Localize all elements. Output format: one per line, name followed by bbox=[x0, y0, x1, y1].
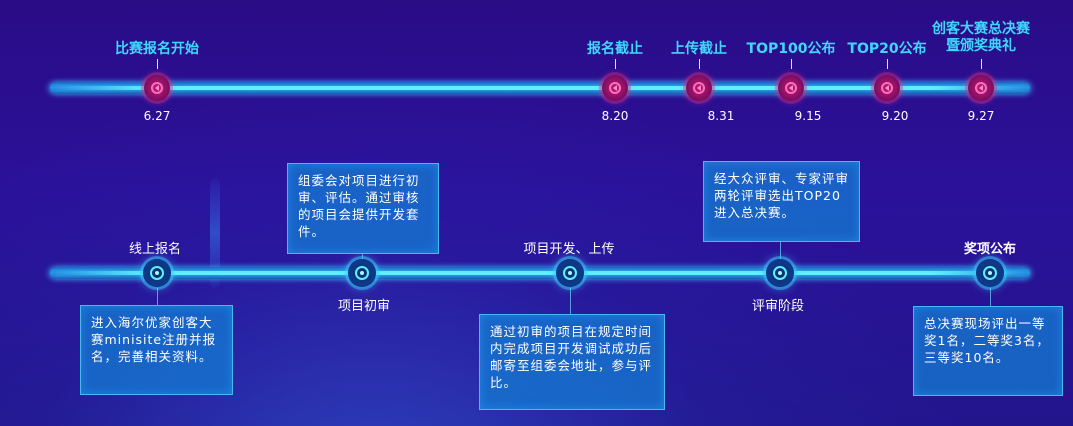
milestone-label: 报名截止 bbox=[587, 41, 643, 57]
connector-line bbox=[570, 288, 571, 314]
milestone-tick bbox=[981, 59, 982, 69]
milestone-label: 创客大赛总决赛 暨颁奖典礼 bbox=[932, 21, 1030, 55]
milestone-label: TOP100公布 bbox=[746, 41, 836, 57]
stage-description-box: 进入海尔优家创客大赛minisite注册并报名，完善相关资料。 bbox=[80, 305, 233, 395]
milestone-tick bbox=[699, 59, 700, 69]
connector-line bbox=[157, 288, 158, 305]
stage-label: 评审阶段 bbox=[751, 299, 805, 314]
stage-description-box: 组委会对项目进行初审、评估。通过审核的项目会提供开发套件。 bbox=[287, 163, 439, 254]
milestone-tick bbox=[887, 59, 888, 69]
milestone-date: 9.20 bbox=[881, 109, 909, 123]
process-track bbox=[50, 267, 1030, 279]
milestone-date: 8.31 bbox=[707, 109, 735, 123]
milestone-date: 9.27 bbox=[967, 109, 995, 123]
milestone-label: TOP20公布 bbox=[847, 41, 927, 57]
milestone-label-line: 暨颁奖典礼 bbox=[946, 38, 1016, 54]
milestone-node-icon bbox=[968, 75, 994, 101]
stage-label: 项目开发、上传 bbox=[523, 242, 615, 257]
milestone-date: 9.15 bbox=[794, 109, 822, 123]
milestone-tick bbox=[615, 59, 616, 69]
stage-label: 项目初审 bbox=[337, 299, 391, 314]
stage-label: 线上报名 bbox=[128, 242, 182, 257]
milestone-label-line: 创客大赛总决赛 bbox=[932, 21, 1030, 37]
milestone-node-icon bbox=[874, 75, 900, 101]
milestone-tick bbox=[157, 59, 158, 69]
connector-line bbox=[362, 254, 363, 260]
milestone-date: 8.20 bbox=[601, 109, 629, 123]
milestone-node-icon bbox=[602, 75, 628, 101]
milestone-label: 比赛报名开始 bbox=[115, 41, 199, 57]
connector-line bbox=[780, 242, 781, 260]
stage-node-icon bbox=[766, 259, 794, 287]
milestone-tick bbox=[791, 59, 792, 69]
stage-description-box: 总决赛现场评出一等奖1名，二等奖3名，三等奖10名。 bbox=[913, 306, 1063, 396]
stage-description-box: 通过初审的项目在规定时间内完成项目开发调试成功后邮寄至组委会地址，参与评比。 bbox=[479, 314, 665, 410]
stage-node-icon bbox=[348, 259, 376, 287]
milestone-date: 6.27 bbox=[143, 109, 171, 123]
stage-description-box: 经大众评审、专家评审两轮评审选出TOP20进入总决赛。 bbox=[703, 161, 860, 242]
stage-node-icon bbox=[976, 259, 1004, 287]
milestone-label: 上传截止 bbox=[671, 41, 727, 57]
connector-line bbox=[990, 288, 991, 306]
decorative-glow-bar bbox=[210, 178, 220, 288]
stage-node-icon bbox=[556, 259, 584, 287]
stage-node-icon bbox=[143, 259, 171, 287]
milestone-node-icon bbox=[144, 75, 170, 101]
milestone-node-icon bbox=[778, 75, 804, 101]
milestone-node-icon bbox=[686, 75, 712, 101]
stage-label: 奖项公布 bbox=[963, 242, 1017, 257]
